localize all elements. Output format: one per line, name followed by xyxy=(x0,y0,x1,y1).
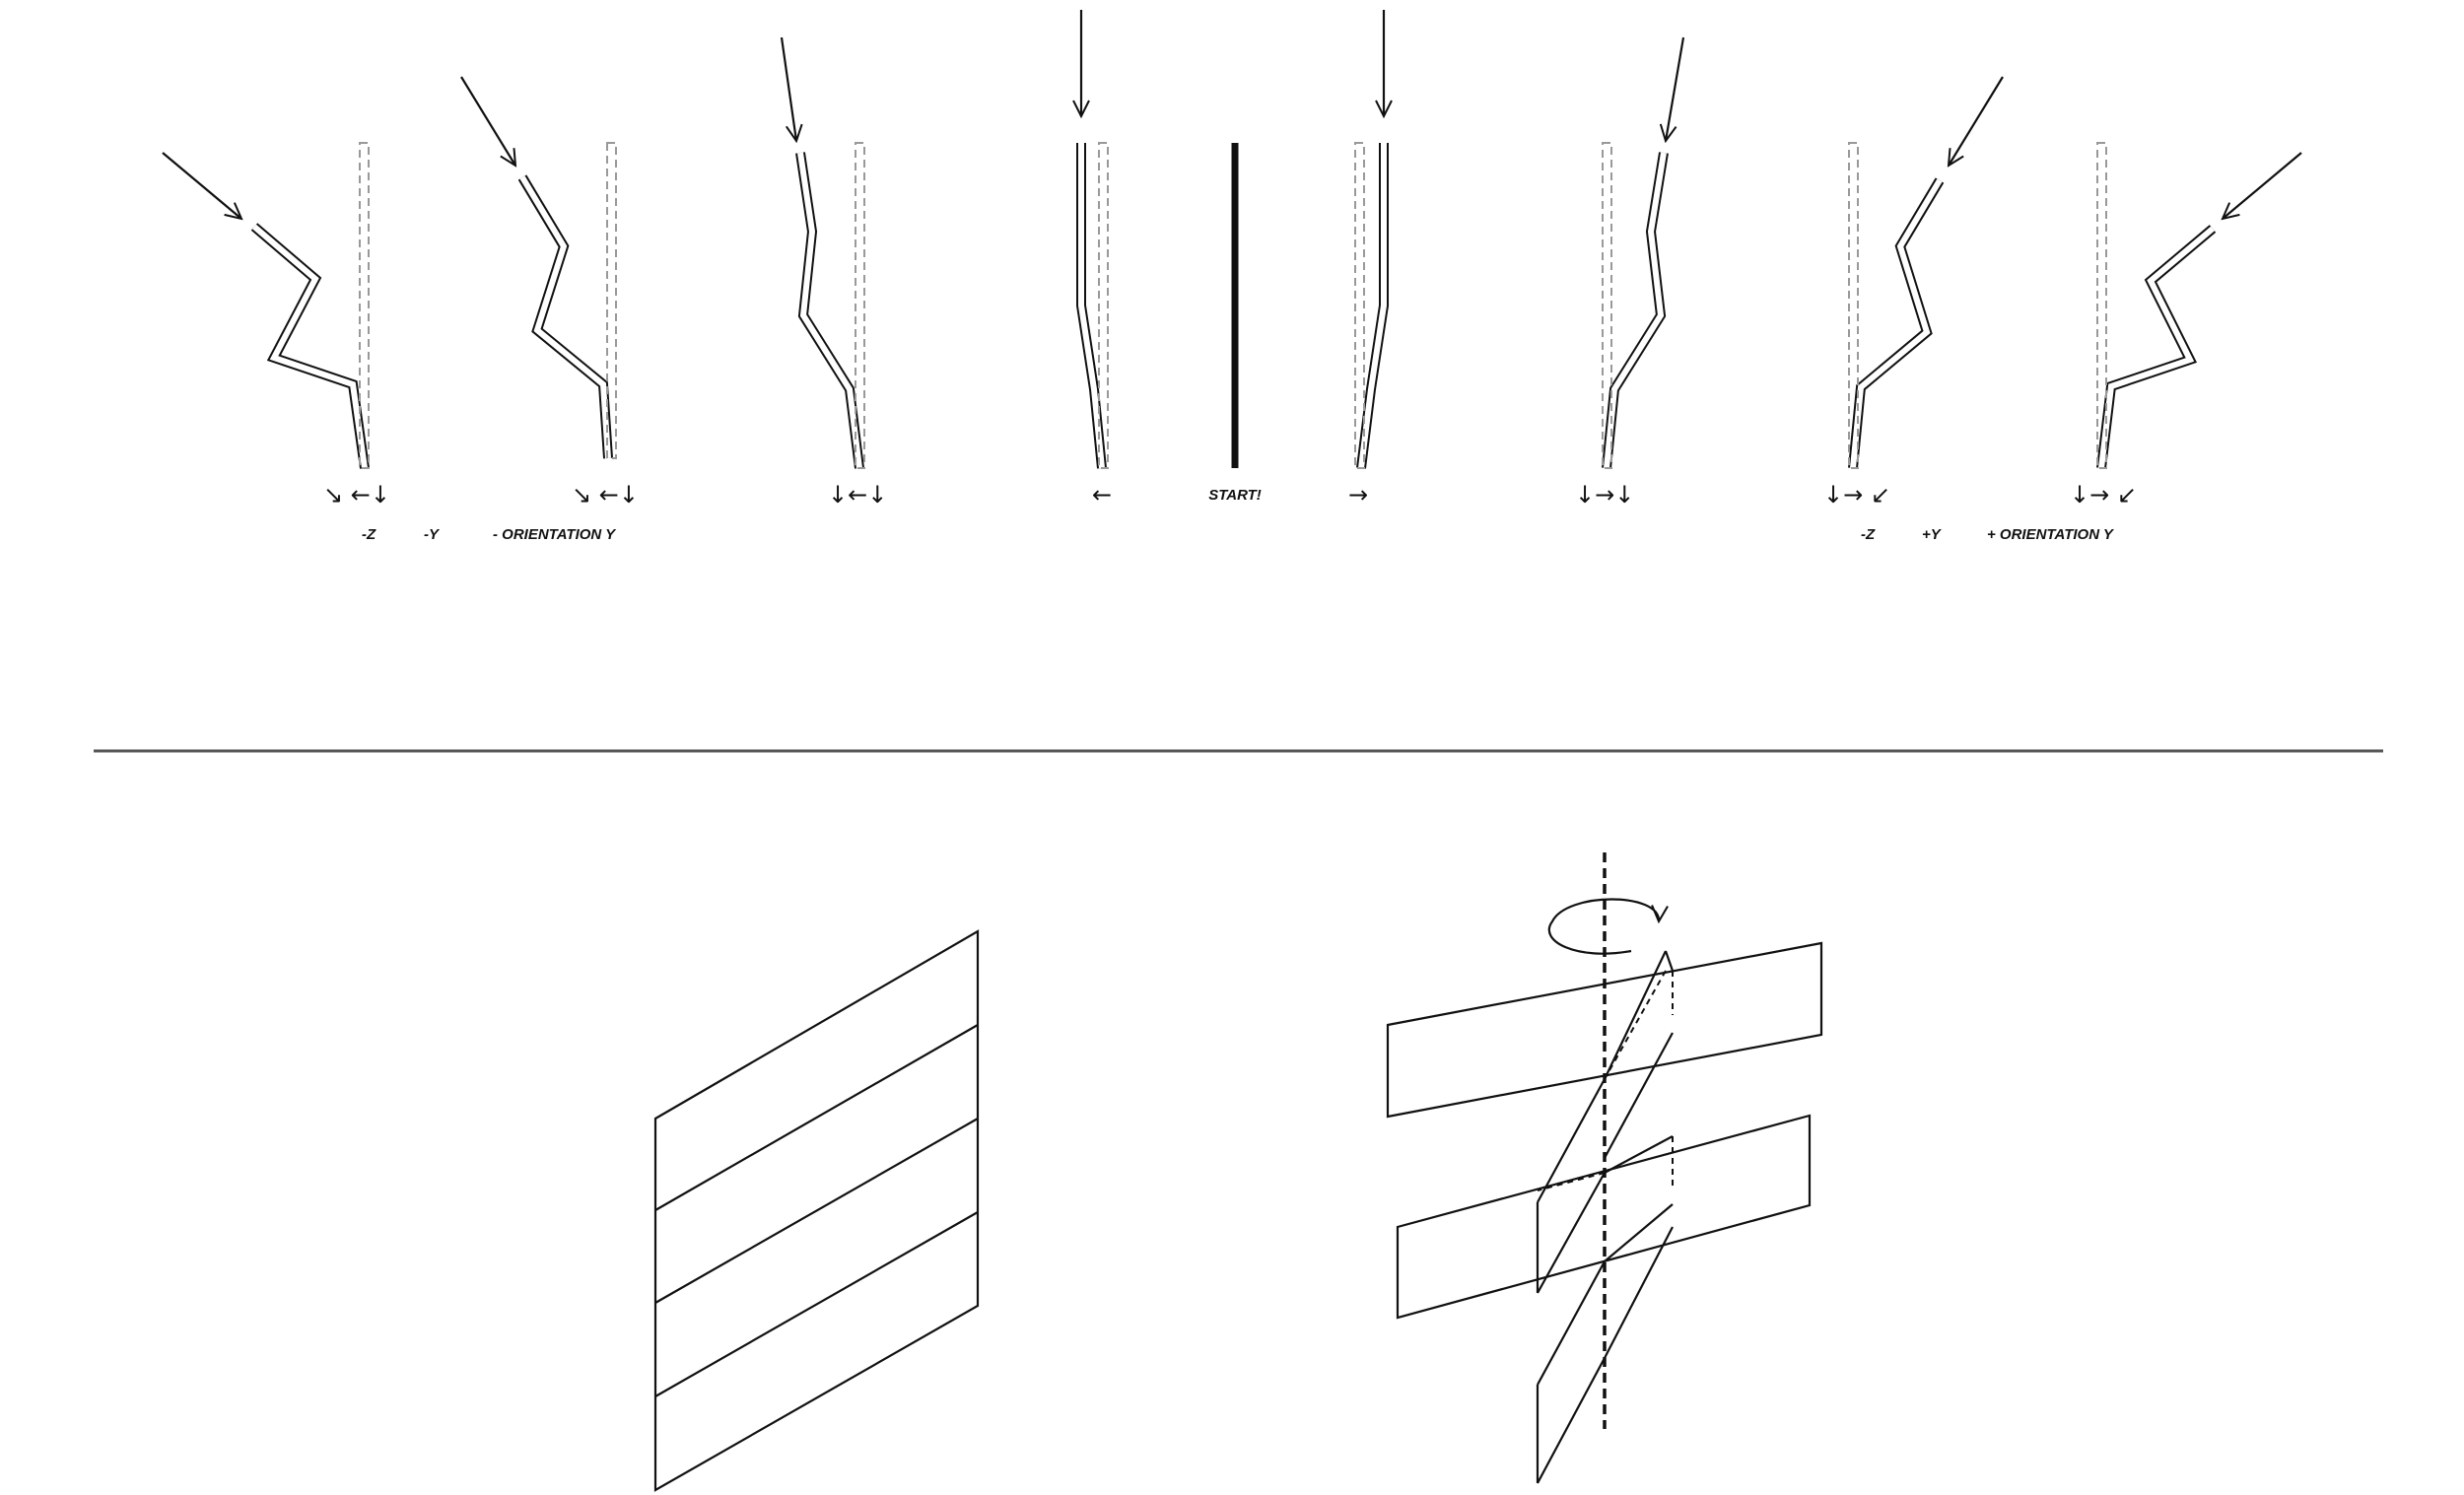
tilted-strip-edge xyxy=(1537,1260,1606,1386)
reference-outline xyxy=(2096,142,2107,469)
incoming-force-arrow xyxy=(1666,36,1685,141)
direction-arrows: ← xyxy=(1092,481,1112,509)
minus-orientation-y-label: - ORIENTATION Y xyxy=(493,526,617,543)
tilted-strip-edge xyxy=(1604,1135,1674,1174)
tilted-strip-edge xyxy=(1537,1078,1606,1203)
tilted-strip-hidden-edge xyxy=(1537,1172,1606,1191)
fold-stage-9: ↓→ ↙ xyxy=(2070,142,2302,509)
plus-z-label: -Z xyxy=(1861,526,1876,543)
panel-seam xyxy=(654,1024,979,1211)
direction-arrows: ↓←↓ xyxy=(828,481,887,509)
start-label: START! xyxy=(1208,487,1262,504)
incoming-force-arrow xyxy=(162,152,241,219)
incoming-force-arrow xyxy=(1949,76,2004,166)
tilted-strip-edge xyxy=(1664,950,1675,972)
folded-strip xyxy=(517,174,613,459)
rotation-assembly xyxy=(1386,852,1823,1484)
fold-stage-3: ↓←↓ xyxy=(780,36,887,509)
tilted-strip-edge xyxy=(1604,950,1667,1080)
reference-outline xyxy=(855,142,865,469)
tilted-strip-edge xyxy=(1604,1203,1674,1262)
direction-arrows: ↓→ ↙ xyxy=(2070,481,2137,509)
reference-outline xyxy=(359,142,370,469)
reference-outline xyxy=(1602,142,1612,469)
direction-arrows: ↓→ ↙ xyxy=(1823,481,1890,509)
direction-arrows: ↘ ←↓ xyxy=(323,481,390,509)
reference-outline xyxy=(1098,142,1109,469)
tilted-strip-edge xyxy=(1537,1172,1606,1294)
direction-arrows: ↓→↓ xyxy=(1575,481,1634,509)
fold-stage-4: ← xyxy=(1081,10,1112,509)
fold-stage-start: START! xyxy=(1208,143,1262,504)
tilted-strip-edge xyxy=(1604,1226,1674,1359)
fold-stage-6: → xyxy=(1348,10,1384,509)
folded-strip xyxy=(2096,225,2217,469)
fold-stage-2: ↘ ←↓ xyxy=(460,76,639,509)
reference-outline xyxy=(1848,142,1859,469)
incoming-force-arrow xyxy=(780,36,796,141)
incoming-force-arrow xyxy=(460,76,515,166)
upper-horizontal-strip xyxy=(1386,941,1823,1119)
plus-orientation-y-label: + ORIENTATION Y xyxy=(1987,526,2115,543)
fold-stage-7: ↓→↓ xyxy=(1575,36,1685,509)
reference-outline xyxy=(606,142,617,459)
panel-seam xyxy=(654,1211,979,1397)
panel-seam xyxy=(654,1118,979,1304)
reference-outline xyxy=(1354,142,1365,469)
rotation-arrow xyxy=(1547,898,1659,955)
tilted-strip-edge xyxy=(1604,1032,1674,1159)
minus-y-label: -Y xyxy=(424,526,441,543)
direction-arrows: ↘ ←↓ xyxy=(572,481,639,509)
folded-strip xyxy=(250,223,370,469)
fold-stage-8: ↓→ ↙ xyxy=(1823,76,2004,509)
minus-z-label: -Z xyxy=(362,526,376,543)
fold-stage-1: ↘ ←↓ xyxy=(162,142,390,509)
stacked-panels xyxy=(653,929,980,1492)
plus-y-label: +Y xyxy=(1922,526,1943,543)
tilted-strip-edge xyxy=(1537,1357,1606,1484)
fold-sequence: ↘ ←↓ ↘ ←↓ ↓←↓ ← START xyxy=(162,10,2302,543)
panel-outline xyxy=(653,929,980,1492)
direction-arrows: → xyxy=(1348,481,1368,509)
incoming-force-arrow xyxy=(2223,152,2302,219)
